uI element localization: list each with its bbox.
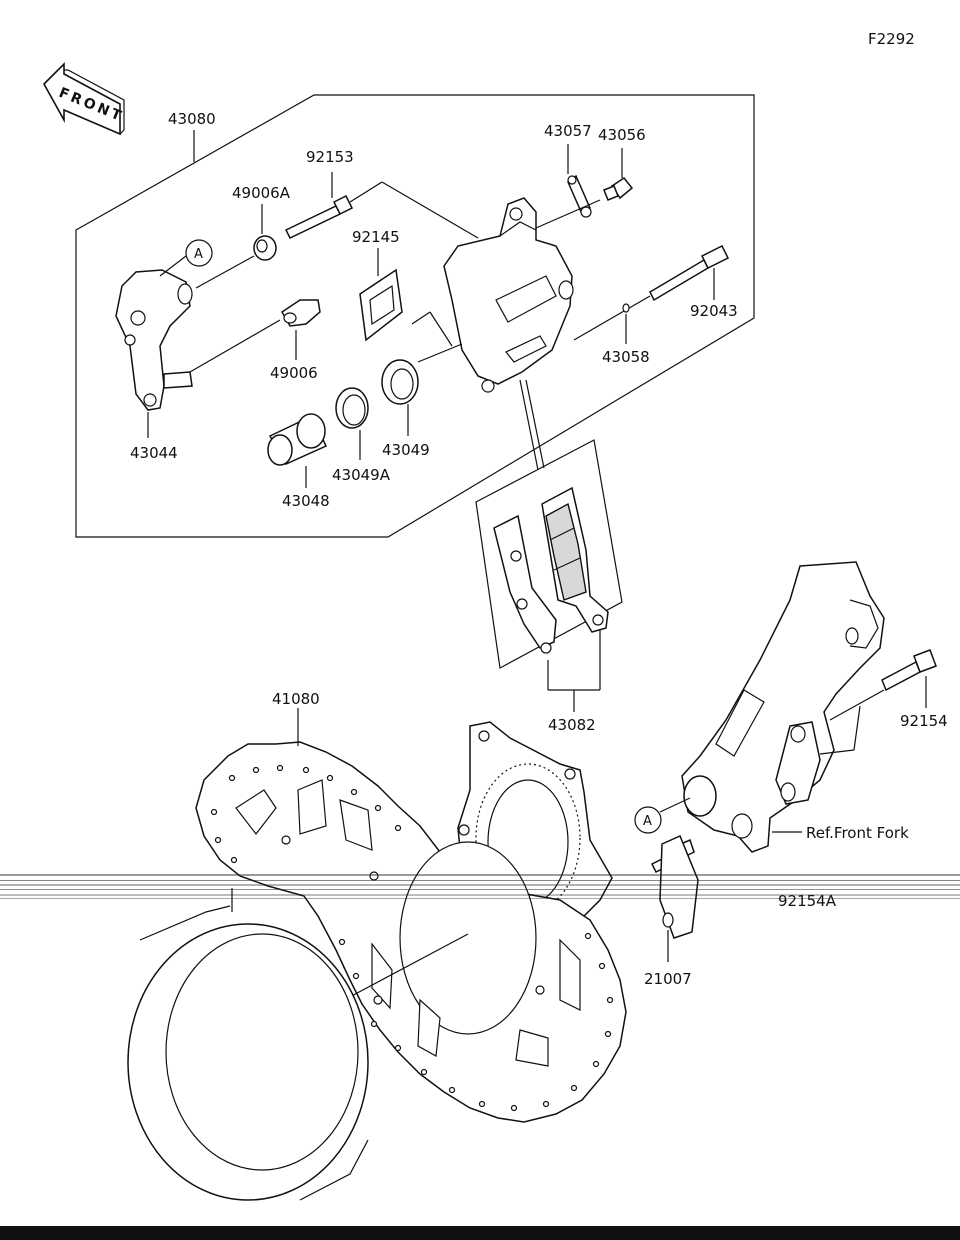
ref-front-fork-label: Ref.Front Fork (806, 824, 909, 842)
callout-a-lower-label: A (643, 814, 652, 829)
label-41080: 41080 (272, 690, 320, 708)
label-43049a: 43049A (332, 466, 391, 484)
label-43057: 43057 (544, 122, 592, 140)
label-49006: 49006 (270, 364, 318, 382)
label-92153: 92153 (306, 148, 354, 166)
bottom-border-bar (0, 1226, 960, 1240)
pin-92153-part (284, 194, 354, 239)
label-49006a: 49006A (232, 184, 291, 202)
callout-a-top (185, 239, 213, 267)
callout-a-top-label: A (194, 247, 203, 262)
bush-49006a-part (253, 235, 277, 261)
label-21007: 21007 (644, 970, 692, 988)
label-92145: 92145 (352, 228, 400, 246)
piston-43048-part (267, 413, 328, 466)
scan-noise-band (0, 874, 960, 899)
front-fork-part (681, 561, 885, 853)
caliper-body-part (443, 197, 574, 393)
label-92043: 92043 (690, 302, 738, 320)
bolt-92154-part (881, 649, 937, 692)
label-43048: 43048 (282, 492, 330, 510)
front-arrow-icon: FRONT (43, 62, 127, 136)
label-43058: 43058 (602, 348, 650, 366)
label-92154: 92154 (900, 712, 948, 730)
label-43056: 43056 (598, 126, 646, 144)
pad-pin-92043-part (649, 244, 730, 302)
brake-pad-outer-part (541, 486, 609, 633)
figure-code: F2292 (868, 30, 915, 48)
label-43082: 43082 (548, 716, 596, 734)
label-43049: 43049 (382, 441, 430, 459)
collar-21007-part (659, 835, 699, 939)
front-label: FRONT (57, 85, 127, 126)
brake-pad-set-outline (475, 439, 623, 669)
caliper-assembly-outline (75, 94, 755, 538)
label-43044: 43044 (130, 444, 178, 462)
piston-seal-43049-part (381, 359, 419, 405)
wheel-rim-ring-part (127, 905, 369, 1201)
bleeder-valve-43056-part (603, 176, 634, 201)
brake-pad-inner-part (493, 514, 557, 654)
bush-49006-part (281, 299, 321, 327)
bleeder-cap-43057-part (567, 174, 592, 218)
dust-seal-43049a-part (335, 387, 369, 429)
callout-a-lower (634, 806, 662, 834)
label-92154a: 92154A (778, 892, 837, 910)
label-43080: 43080 (168, 110, 216, 128)
caliper-bracket-part (115, 269, 193, 411)
pad-spring-92145-part (359, 268, 403, 342)
clip-43058-part (622, 303, 630, 313)
